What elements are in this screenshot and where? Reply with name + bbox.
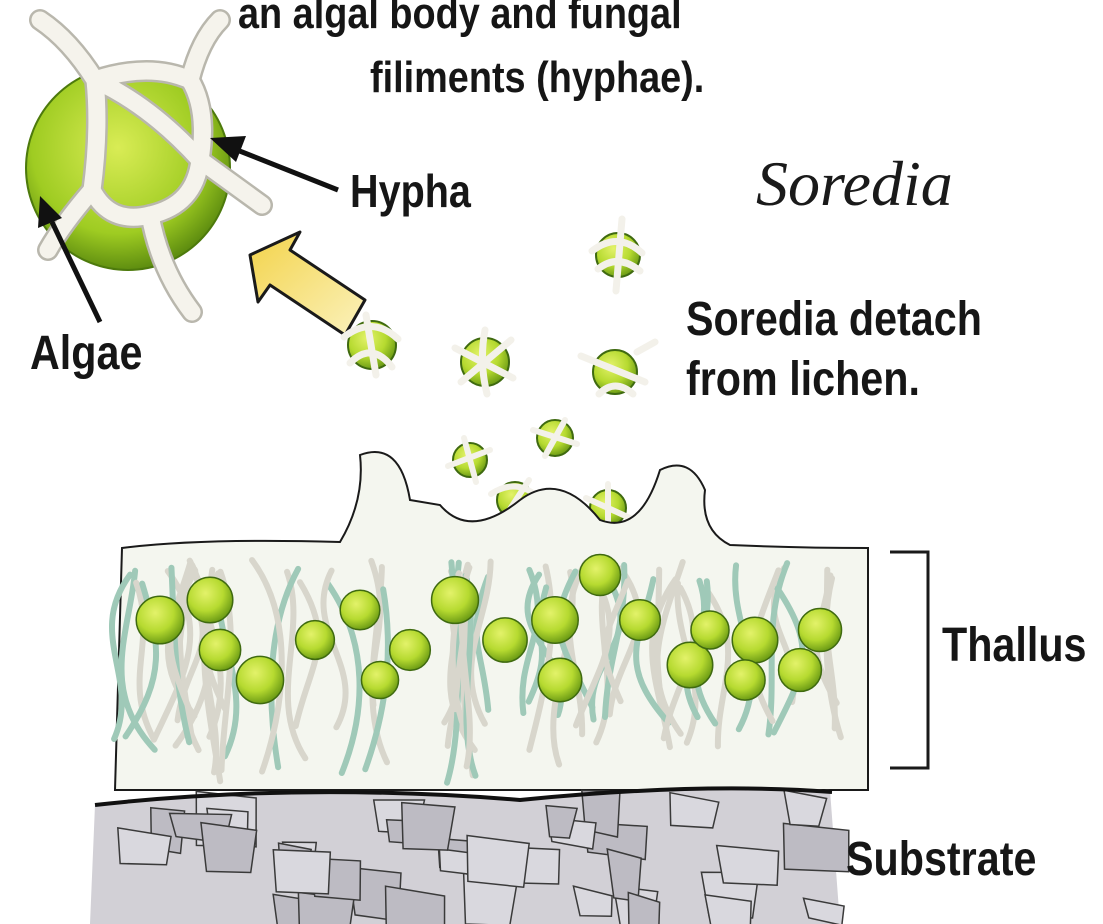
rock-fragment <box>201 823 257 873</box>
alga-cell <box>296 621 335 660</box>
magnify-arrow <box>250 232 365 335</box>
soredium <box>533 420 577 456</box>
rock-fragment <box>783 823 848 871</box>
caption-line-2: filiments (hyphae). <box>370 56 704 100</box>
alga-cell <box>580 555 621 596</box>
alga-cell <box>236 656 283 703</box>
thallus-layer <box>112 452 868 790</box>
alga-cell <box>798 608 841 651</box>
alga-cell <box>361 661 398 698</box>
rock-fragment <box>402 803 455 850</box>
substrate-rocks <box>90 787 849 924</box>
detach-label-line-1: Soredia detach <box>686 296 982 344</box>
alga-cell <box>390 630 431 671</box>
alga-cell <box>199 629 240 670</box>
magnified-soredium <box>26 20 262 312</box>
alga-cell <box>532 597 578 643</box>
soredium <box>455 330 513 394</box>
rock-fragment <box>467 835 529 887</box>
rock-fragment <box>273 850 330 894</box>
detach-label-line-2: from lichen. <box>686 356 920 404</box>
alga-cell <box>340 590 380 630</box>
algae-label: Algae <box>30 330 142 378</box>
caption-line-1: an algal body and fungal <box>238 0 682 36</box>
hypha-label: Hypha <box>350 168 471 214</box>
alga-cell <box>732 617 778 663</box>
soredium <box>581 342 655 394</box>
thallus-label: Thallus <box>942 622 1087 670</box>
soredium <box>592 219 642 291</box>
alga-cell <box>432 577 479 624</box>
soredium <box>448 438 490 482</box>
soredia-title: Soredia <box>756 152 953 216</box>
alga-cell <box>483 618 527 662</box>
alga-cell <box>691 611 729 649</box>
alga-cell <box>779 649 822 692</box>
alga-cell <box>136 596 184 644</box>
alga-cell <box>538 658 582 702</box>
alga-cell <box>187 577 233 623</box>
alga-cell <box>725 660 765 700</box>
thallus-bracket <box>890 552 928 768</box>
alga-cell <box>620 600 661 641</box>
substrate-label: Substrate <box>846 836 1036 884</box>
rock-fragment <box>717 846 779 886</box>
